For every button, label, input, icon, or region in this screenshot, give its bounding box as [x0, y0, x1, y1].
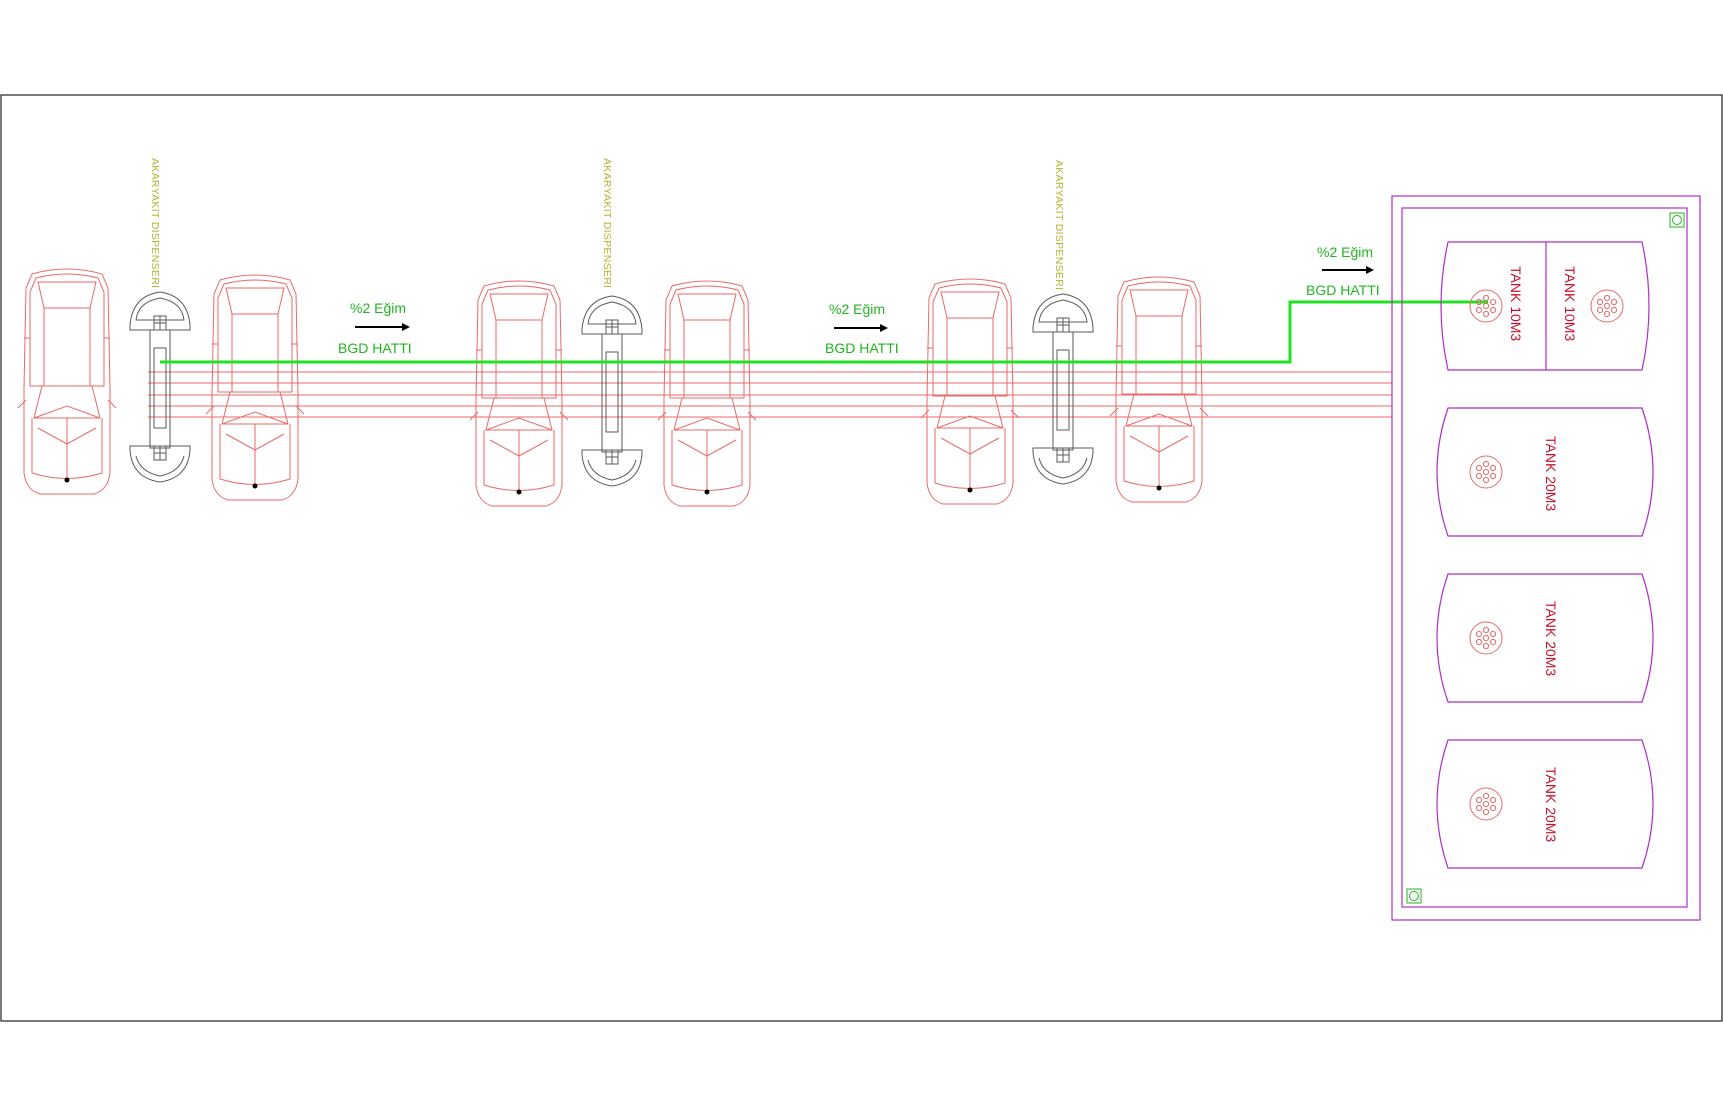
- vent-icon-bottom: [1406, 888, 1422, 904]
- car-5: [920, 278, 1020, 505]
- pipe-lines: [148, 371, 1392, 418]
- slope-text-3: %2 Eğim: [1317, 244, 1373, 260]
- tank-label-4: TANK 20M3: [1543, 601, 1559, 676]
- dispenser-label-3: AKARYAKIT DISPENSERI: [1053, 160, 1065, 290]
- tank-label-2: TANK 10M3: [1562, 266, 1578, 341]
- tank-farm-inner-wall: [1401, 207, 1688, 908]
- bgd-line: [160, 300, 1488, 364]
- line-text-3: BGD HATTI: [1306, 282, 1380, 298]
- line-text-1: BGD HATTI: [338, 340, 412, 356]
- slope-annotation-3: %2 Eğim BGD HATTI: [1306, 244, 1380, 298]
- tank-label-3: TANK 20M3: [1543, 436, 1559, 511]
- vent-icon-top: [1669, 212, 1685, 228]
- tank-20m3-2: [1436, 573, 1654, 703]
- line-text-2: BGD HATTI: [825, 340, 899, 356]
- tank-label-5: TANK 20M3: [1543, 767, 1559, 842]
- tank-label-1: TANK 10M3: [1508, 266, 1524, 341]
- car-4: [657, 280, 757, 507]
- slope-annotation-2: %2 Eğim BGD HATTI: [825, 301, 899, 356]
- car-3: [469, 280, 569, 507]
- slope-text-2: %2 Eğim: [829, 301, 885, 317]
- car-2: [205, 274, 305, 501]
- fill-cap-icon: [1469, 455, 1503, 489]
- fuel-dispenser-2: [581, 295, 643, 487]
- car-1: [17, 268, 117, 495]
- slope-arrowhead-2: [880, 324, 888, 332]
- drawing-frame: [0, 94, 1723, 1022]
- tank-20m3-1: [1436, 407, 1654, 537]
- tank-split-10m3: [1440, 241, 1650, 371]
- fuel-dispenser-1: [129, 291, 191, 483]
- tank-farm-outer-wall: [1391, 195, 1701, 921]
- fill-cap-icon: [1590, 289, 1624, 323]
- tank-20m3-3: [1436, 739, 1654, 869]
- fill-cap-icon: [1469, 621, 1503, 655]
- dispenser-label-2: AKARYAKIT DISPENSERI: [601, 158, 613, 288]
- fill-cap-icon: [1469, 787, 1503, 821]
- car-6: [1109, 276, 1209, 503]
- dispenser-label-1: AKARYAKIT DISPENSERI: [149, 158, 161, 288]
- fuel-dispenser-3: [1032, 293, 1094, 485]
- slope-arrowhead-1: [402, 323, 410, 331]
- fill-cap-icon: [1469, 289, 1503, 323]
- slope-annotation-1: %2 Eğim BGD HATTI: [338, 300, 412, 356]
- slope-text-1: %2 Eğim: [350, 300, 406, 316]
- slope-arrowhead-3: [1366, 266, 1374, 274]
